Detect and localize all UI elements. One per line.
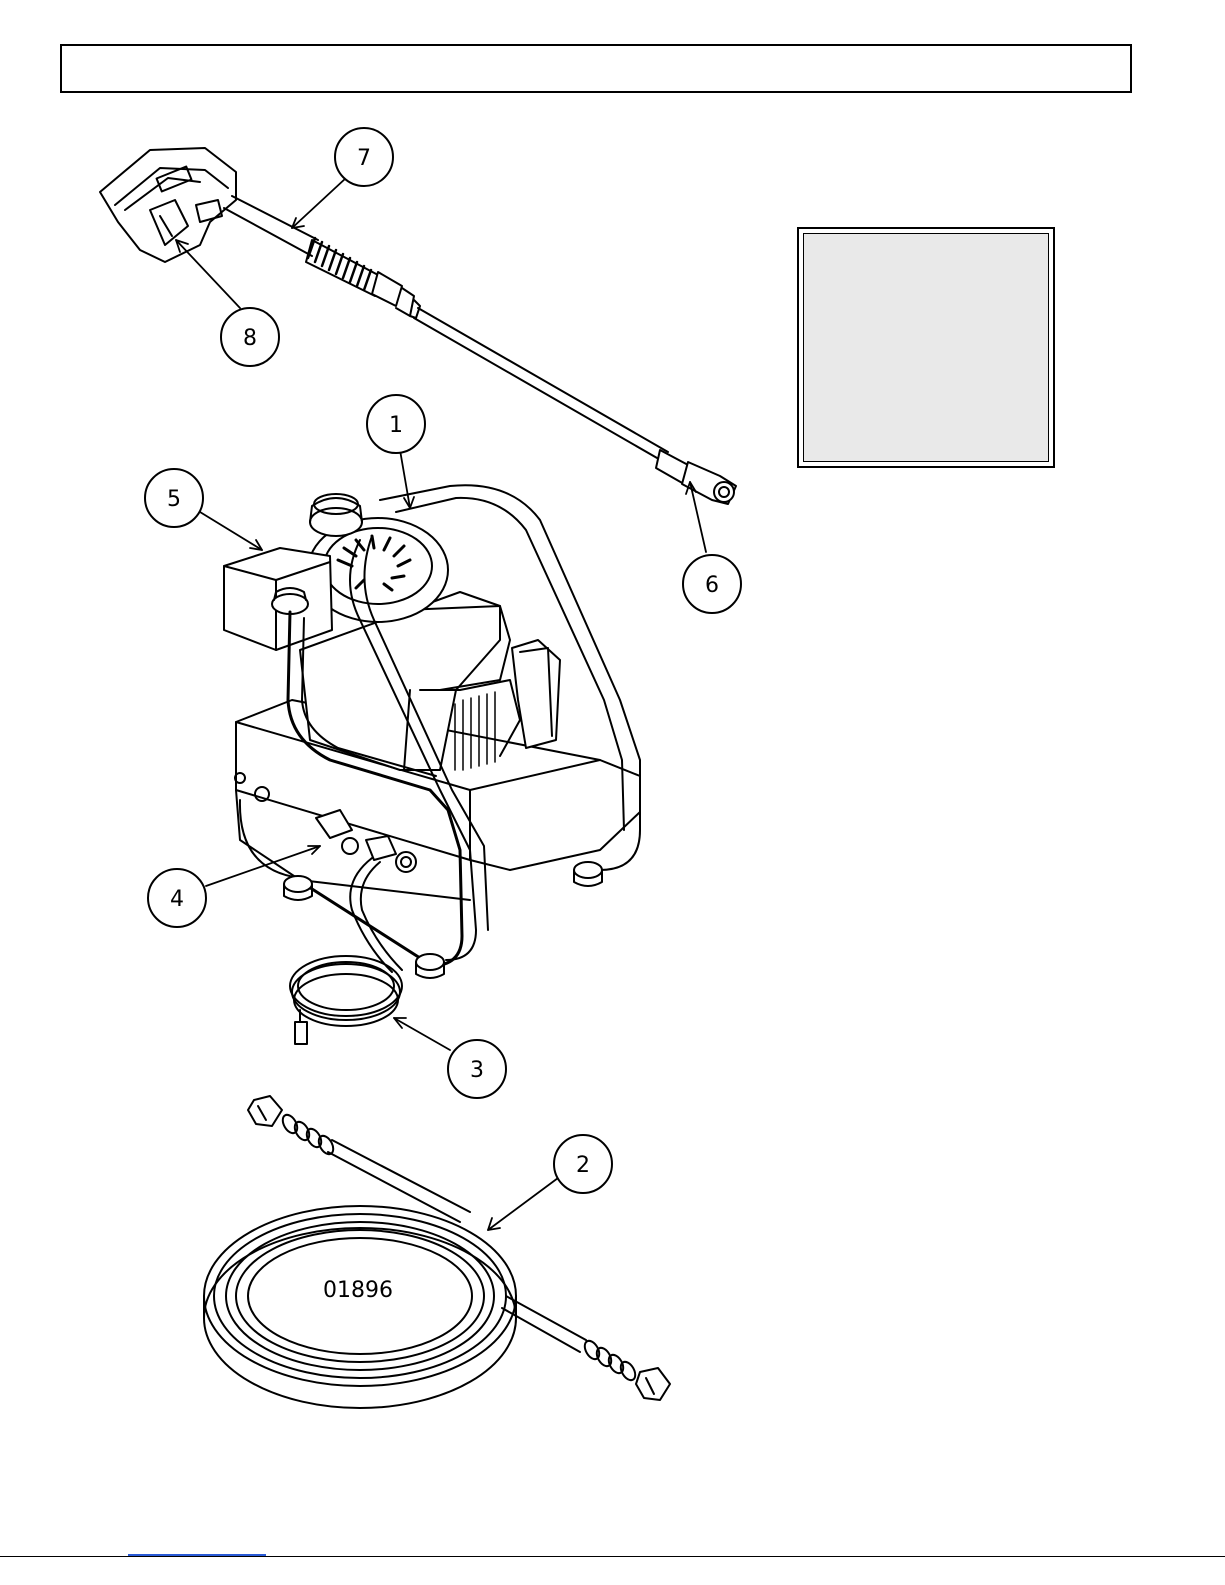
- bottom-rule: [0, 1556, 1225, 1557]
- callout-4: 4: [148, 869, 206, 927]
- footer-link-underline[interactable]: [128, 1554, 266, 1556]
- callout-label-1: 1: [389, 413, 403, 438]
- callout-7: 7: [335, 128, 393, 186]
- callout-label-5: 5: [167, 487, 181, 512]
- callout-8: 8: [221, 308, 279, 366]
- callout-label-7: 7: [357, 146, 371, 171]
- callout-label-4: 4: [170, 887, 184, 912]
- callout-3: 3: [448, 1040, 506, 1098]
- callout-2: 2: [554, 1135, 612, 1193]
- drawing-number: 01896: [323, 1278, 393, 1303]
- callout-1: 1: [367, 395, 425, 453]
- spray-gun-wand-illustration: [100, 148, 736, 504]
- callout-6: 6: [683, 555, 741, 613]
- callout-label-2: 2: [576, 1153, 590, 1178]
- callout-5: 5: [145, 469, 203, 527]
- callout-label-8: 8: [243, 326, 257, 351]
- pressure-washer-illustration: [224, 485, 640, 978]
- callout-label-6: 6: [705, 573, 719, 598]
- callout-label-3: 3: [470, 1058, 484, 1083]
